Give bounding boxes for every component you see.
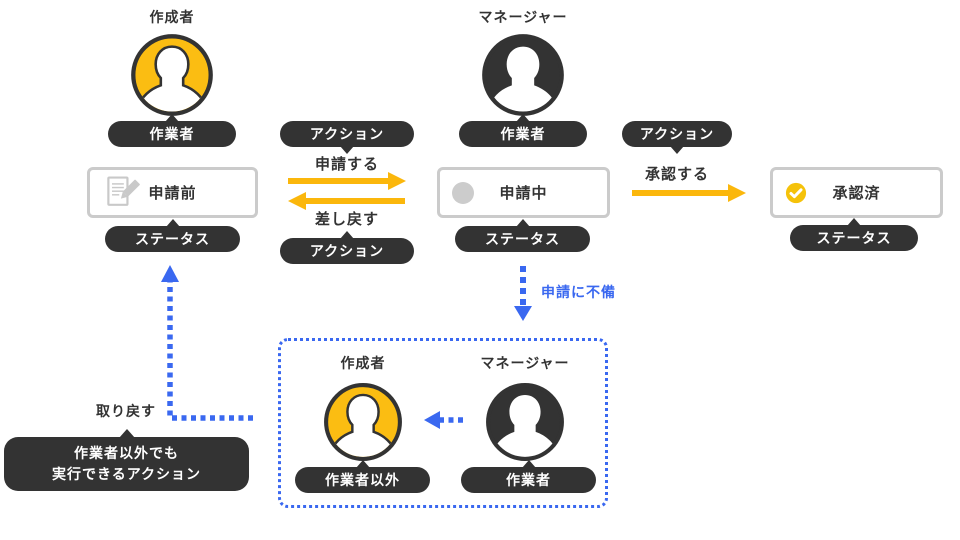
manager-worker-badge: 作業者 xyxy=(459,114,587,147)
non-worker-action-box: 作成者 作業者以外 マネージャー 作業者 xyxy=(278,338,608,508)
non-worker-tooltip: 作業者以外でも 実行できるアクション xyxy=(4,429,249,491)
inset-manager-badge: 作業者 xyxy=(461,460,596,493)
status-box-pending: 申請中 xyxy=(437,167,610,218)
creator-avatar-icon xyxy=(129,32,215,118)
retract-action-label: 取り戻す xyxy=(96,403,156,419)
inset-creator-role-title: 作成者 xyxy=(340,355,386,371)
send-back-action-label: 差し戻す xyxy=(314,211,379,228)
creator-role-title: 作成者 xyxy=(149,9,195,25)
status-before-label: 申請前 xyxy=(148,185,197,202)
action-tag-apply: アクション xyxy=(280,121,414,154)
document-pencil-icon xyxy=(102,175,142,211)
status-box-before: 申請前 xyxy=(87,167,258,218)
apply-action-label: 申請する xyxy=(314,156,379,173)
manager-role-title: マネージャー xyxy=(478,9,568,25)
approve-action-label: 承認する xyxy=(644,166,709,183)
approve-arrow xyxy=(632,184,746,202)
inset-manager-role-title: マネージャー xyxy=(480,355,570,371)
defect-arrow xyxy=(514,266,532,321)
creator-worker-badge: 作業者 xyxy=(108,114,236,147)
status-pending-label: 申請中 xyxy=(499,185,548,202)
inset-manager-avatar-icon xyxy=(484,381,566,463)
status-box-approved: 承認済 xyxy=(770,167,943,218)
inset-creator-avatar-icon xyxy=(322,381,404,463)
manager-avatar-icon xyxy=(480,32,566,118)
inset-creator-badge: 作業者以外 xyxy=(295,460,430,493)
action-tag-approve: アクション xyxy=(622,121,732,154)
tooltip-line-2: 実行できるアクション xyxy=(51,466,202,482)
pending-dot-icon xyxy=(452,181,474,204)
defect-note: 申請に不備 xyxy=(541,284,616,300)
status-approved-label: 承認済 xyxy=(832,185,881,202)
action-tag-send-back: アクション xyxy=(280,231,414,264)
apply-arrow xyxy=(288,172,406,190)
status-tag-approved: ステータス xyxy=(790,218,918,251)
status-tag-pending: ステータス xyxy=(455,219,590,252)
status-tag-before: ステータス xyxy=(105,219,240,252)
tooltip-line-1: 作業者以外でも xyxy=(74,445,179,461)
approved-check-icon xyxy=(785,182,807,204)
retract-arrow xyxy=(161,265,253,421)
